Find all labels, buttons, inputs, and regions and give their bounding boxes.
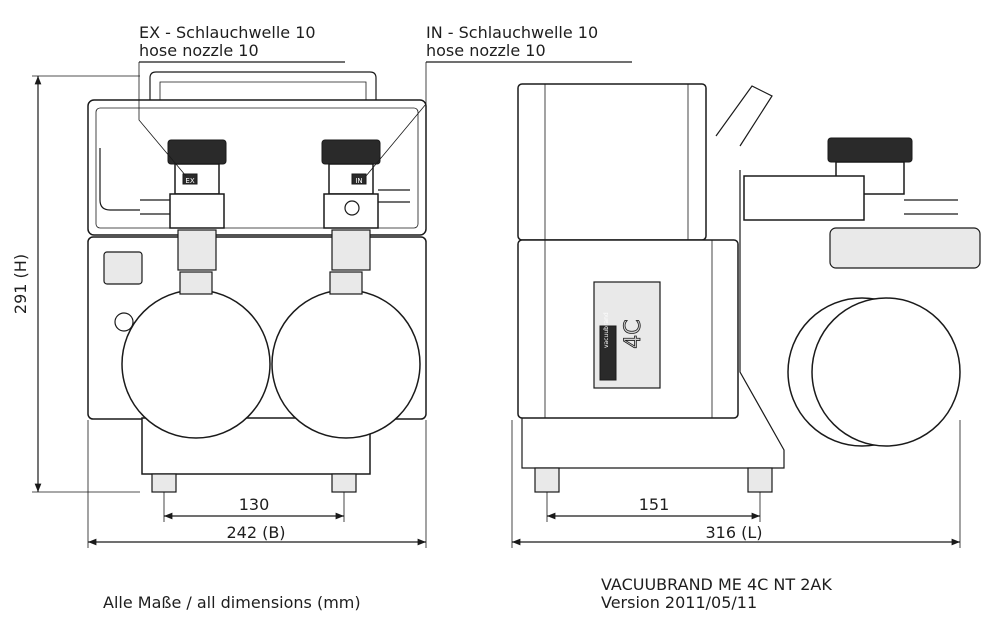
ex-connector-mark: EX bbox=[185, 177, 194, 185]
footer-model: VACUUBRAND ME 4C NT 2AK bbox=[601, 575, 832, 594]
in-label-line2: hose nozzle 10 bbox=[426, 41, 546, 60]
in-leader bbox=[365, 62, 427, 177]
side-frame bbox=[521, 170, 785, 469]
front-switch-panel bbox=[103, 251, 143, 285]
front-flask-left bbox=[121, 289, 271, 439]
dim-side-length: 316 (L) bbox=[705, 523, 762, 542]
panel-model-mark: 4C bbox=[621, 319, 646, 348]
front-handle bbox=[149, 71, 377, 100]
side-connector-bridge bbox=[743, 175, 865, 221]
side-handle bbox=[715, 85, 773, 147]
side-connector-cap bbox=[827, 137, 913, 163]
side-upper-housing bbox=[517, 83, 707, 241]
front-flask-right bbox=[271, 289, 421, 439]
in-connector-mark: IN bbox=[355, 177, 362, 185]
ex-connector: EX bbox=[99, 139, 227, 271]
in-label-line1: IN - Schlauchwelle 10 bbox=[426, 23, 598, 42]
dim-side-feet: 151 bbox=[639, 495, 670, 514]
dim-front-feet: 130 bbox=[239, 495, 270, 514]
side-clamp bbox=[829, 227, 981, 269]
front-fan-icon bbox=[114, 312, 134, 332]
ex-leader bbox=[138, 62, 187, 177]
side-foot-left bbox=[534, 467, 560, 493]
ex-label-line1: EX - Schlauchwelle 10 bbox=[139, 23, 316, 42]
dim-front-width: 242 (B) bbox=[226, 523, 285, 542]
front-foot-right bbox=[331, 473, 357, 493]
in-connector: IN bbox=[321, 139, 410, 271]
side-foot-right bbox=[747, 467, 773, 493]
panel-logo: vacuubrand bbox=[603, 312, 610, 348]
ex-label-line2: hose nozzle 10 bbox=[139, 41, 259, 60]
footer-version: Version 2011/05/11 bbox=[601, 593, 757, 612]
front-flask-right-neck bbox=[329, 271, 363, 295]
side-flask-front bbox=[811, 297, 961, 447]
footer-units-note: Alle Maße / all dimensions (mm) bbox=[103, 593, 361, 612]
dim-height: 291 (H) bbox=[11, 254, 30, 314]
front-view: EX IN bbox=[87, 71, 427, 493]
front-foot-left bbox=[151, 473, 177, 493]
side-view: vacuubrand 4C bbox=[517, 83, 981, 493]
front-flask-left-neck bbox=[179, 271, 213, 295]
